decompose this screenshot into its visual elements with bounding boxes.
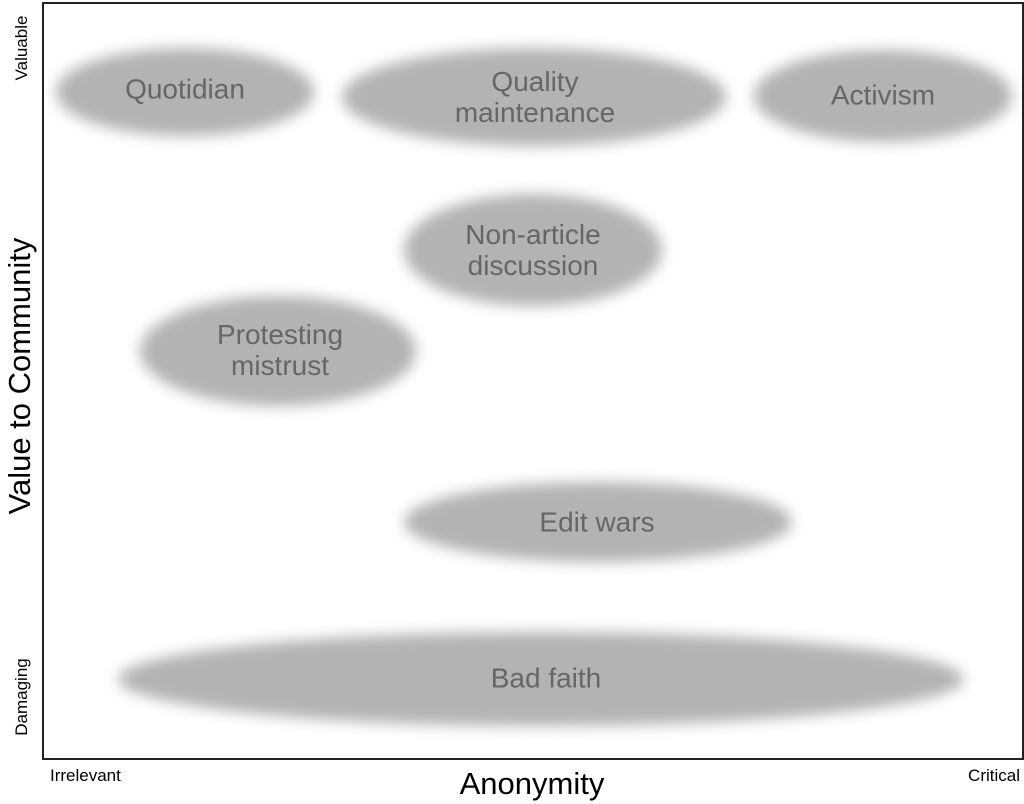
region-label-non-article-discussion: Non-article discussion <box>465 219 601 281</box>
x-axis-title: Anonymity <box>459 766 605 801</box>
region-label-quality-maintenance: Quality maintenance <box>454 66 616 128</box>
x-axis-low-label: Irrelevant <box>50 766 121 785</box>
region-label-quotidian: Quotidian <box>125 73 245 105</box>
y-axis-title: Value to Community <box>2 237 37 515</box>
region-blob-edit-wars <box>404 482 792 562</box>
region-blob-quotidian <box>56 48 314 136</box>
y-axis-low-label: Damaging <box>12 658 31 736</box>
region-label-protesting-mistrust: Protesting mistrust <box>216 319 344 381</box>
region-label-activism: Activism <box>830 79 936 111</box>
region-blob-non-article-discussion <box>404 194 662 306</box>
region-blob-bad-faith <box>118 632 964 726</box>
region-blob-quality-maintenance <box>342 48 726 146</box>
plot-frame: Quotidian Quality maintenance Activism N… <box>42 2 1024 760</box>
x-axis-high-label: Critical <box>968 766 1020 785</box>
region-label-edit-wars: Edit wars <box>539 506 655 538</box>
region-blob-activism <box>754 50 1012 142</box>
region-blob-protesting-mistrust <box>140 296 416 406</box>
y-axis-high-label: Valuable <box>12 15 31 81</box>
region-label-bad-faith: Bad faith <box>490 662 602 694</box>
